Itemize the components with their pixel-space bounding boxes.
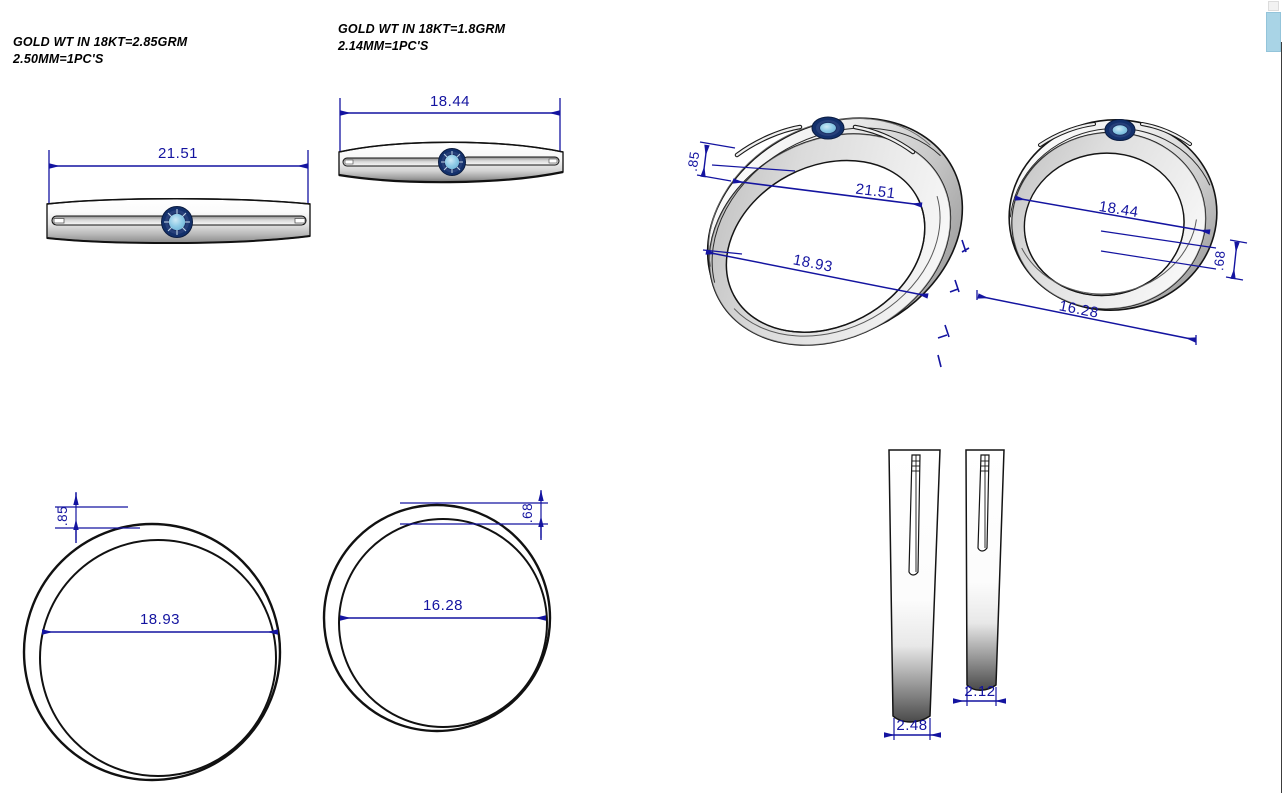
band-top-edge-small [338, 141, 564, 153]
dimension-85-top: .85 [55, 492, 140, 543]
front-band-view-small: 18.44 [338, 93, 564, 184]
dimension-16-28-top: 16.28 [340, 597, 546, 621]
band-slot-right-large [187, 215, 307, 226]
band-slot-left-small [342, 157, 444, 167]
dimension-label-16-28-top: 16.28 [423, 597, 463, 614]
profile-large-body [888, 449, 941, 723]
dimension-label-85-iso: .85 [685, 150, 703, 172]
dimension-label-85-top: .85 [55, 506, 70, 526]
scrollbar-up-arrow[interactable] [1268, 1, 1279, 11]
gemstone-iso-large [811, 116, 845, 140]
dimension-21-51-iso: 21.51 [711, 164, 923, 208]
dimension-label-18-93-top: 18.93 [140, 611, 180, 628]
note-left: GOLD WT IN 18KT=2.85GRM 2.50MM=1PC'S [13, 34, 187, 68]
dimension-18-44-iso: 18.44 [1014, 195, 1211, 235]
isometric-ring-view-small: 18.44 .68 16.28 [976, 119, 1248, 345]
note-right-line2: 2.14MM=1PC'S [338, 39, 429, 53]
band-bottom-edge-large [46, 235, 311, 245]
dimension-label-68-iso: .68 [1211, 250, 1228, 272]
note-right: GOLD WT IN 18KT=1.8GRM 2.14MM=1PC'S [338, 21, 505, 55]
note-left-line2: 2.50MM=1PC'S [13, 52, 104, 66]
gemstone-iso-small [1104, 119, 1136, 141]
section-profile-small: 2.12 [953, 449, 1006, 706]
dimension-21-51-front: 21.51 [48, 145, 309, 215]
dimension-2-48: 2.48 [884, 717, 941, 740]
dimension-label-2-48: 2.48 [896, 717, 927, 734]
note-left-line1: GOLD WT IN 18KT=2.85GRM [13, 35, 188, 49]
profile-large-slot-detail [912, 455, 920, 572]
dimension-85-iso: .85 [685, 141, 736, 182]
band-slot-left-large [51, 215, 179, 226]
note-right-line1: GOLD WT IN 18KT=1.8GRM [338, 22, 506, 36]
top-ring-view-large: .85 18.93 [22, 492, 282, 782]
canvas-right-border [1281, 42, 1282, 793]
section-profile-large: 2.48 [884, 449, 941, 740]
profile-small-slot [977, 454, 990, 552]
profile-small-slot-detail [981, 455, 989, 548]
dimension-68-top: .68 [400, 490, 548, 540]
iso-large-leader-ticks [937, 239, 970, 368]
band-slot-right-small [462, 156, 560, 166]
isometric-ring-view-large: 21.51 18.93 .85 [685, 116, 970, 368]
vertical-scrollbar[interactable] [1265, 0, 1283, 793]
iso-large-slots [734, 124, 916, 158]
iso-small-slots [1038, 122, 1192, 147]
iso-small-leaders [1100, 230, 1217, 270]
dimension-label-18-44-iso: 18.44 [1098, 198, 1140, 221]
top-ring-view-small: .68 16.28 [322, 490, 552, 733]
profile-large-slot [908, 454, 921, 576]
profile-small-body [965, 449, 1005, 691]
dimension-68-iso: .68 [1211, 239, 1248, 281]
top-small-inner-circle [338, 518, 548, 728]
dimension-label-68-top: .68 [520, 503, 535, 523]
front-band-view-large: 21.51 [46, 145, 311, 245]
band-bottom-edge-small [338, 170, 564, 184]
scrollbar-thumb[interactable] [1266, 12, 1281, 52]
gemstone-large [161, 206, 193, 238]
top-large-inner-circle [39, 539, 277, 777]
gemstone-small [438, 148, 466, 176]
band-top-edge-large [46, 198, 311, 205]
dimension-label-18-44-front: 18.44 [430, 93, 470, 110]
dimension-label-2-12: 2.12 [964, 683, 995, 700]
dimension-label-21-51-front: 21.51 [158, 145, 198, 162]
dimension-2-12: 2.12 [953, 683, 1006, 706]
dimension-label-21-51-iso: 21.51 [855, 181, 897, 203]
dimension-18-93-top: 18.93 [42, 611, 278, 635]
